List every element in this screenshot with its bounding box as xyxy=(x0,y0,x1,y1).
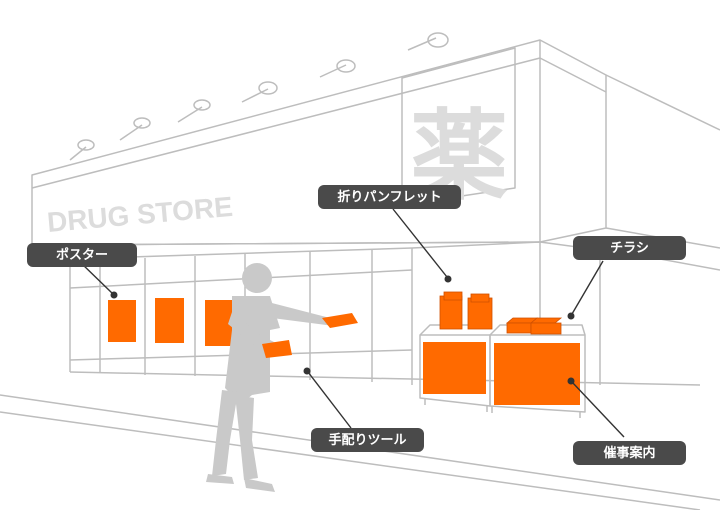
table-front-left xyxy=(423,342,486,394)
handout-sheet-1 xyxy=(322,313,358,328)
handout-sheet-2 xyxy=(262,340,292,358)
poster-2 xyxy=(155,298,184,343)
store-sign: DRUG STORE xyxy=(46,191,234,238)
handout-label: 手配りツール xyxy=(311,428,424,452)
flyer-label: チラシ xyxy=(573,236,686,260)
pamphlet-label: 折りパンフレット xyxy=(318,185,461,209)
table-front-right xyxy=(494,343,580,405)
flyer-stacks xyxy=(505,317,563,335)
poster-label: ポスター xyxy=(27,243,137,267)
pamphlet-stands xyxy=(439,291,493,330)
poster-1 xyxy=(108,300,136,342)
event-guide-label: 催事案内 xyxy=(573,441,686,465)
